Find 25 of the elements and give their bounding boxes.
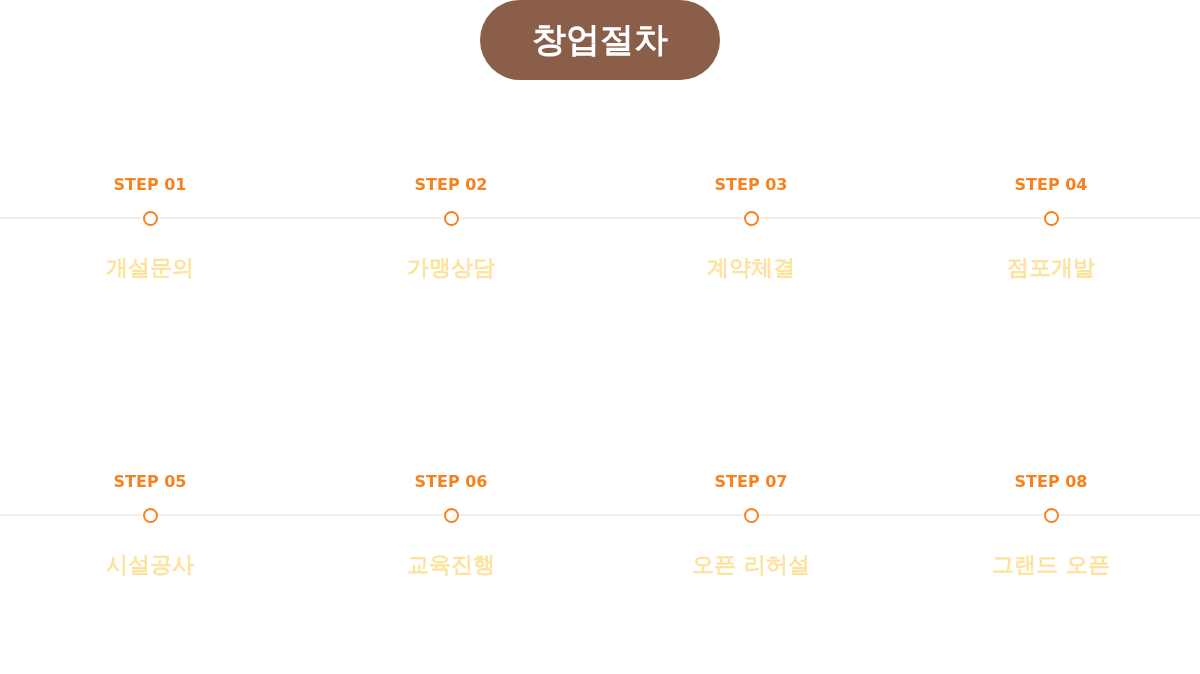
step-title: 개설문의 (105, 254, 195, 282)
step-circle (743, 210, 759, 226)
step-title: 시설공사 (105, 551, 195, 579)
step-title: 그랜드 오픈 (991, 551, 1111, 579)
step-circle (142, 210, 158, 226)
step-circle (443, 210, 459, 226)
step-number: STEP 02 (413, 175, 489, 194)
step-number: STEP 06 (413, 472, 489, 491)
step-title: 계약체결 (706, 254, 796, 282)
step-number: STEP 04 (1013, 175, 1089, 194)
step-title: 오픈 리허설 (691, 551, 811, 579)
step-number: STEP 07 (713, 472, 789, 491)
step-title: 교육진행 (406, 551, 496, 579)
step-circle (1043, 210, 1059, 226)
step-circle (443, 507, 459, 523)
step-number: STEP 05 (112, 472, 188, 491)
step-title: 가맹상담 (406, 254, 496, 282)
step-number: STEP 08 (1013, 472, 1089, 491)
title-pill: 창업절차 (480, 0, 720, 80)
step-number: STEP 03 (713, 175, 789, 194)
step-circle (1043, 507, 1059, 523)
step-title: 점포개발 (1006, 254, 1096, 282)
step-circle (743, 507, 759, 523)
step-circle (142, 507, 158, 523)
step-number: STEP 01 (112, 175, 188, 194)
